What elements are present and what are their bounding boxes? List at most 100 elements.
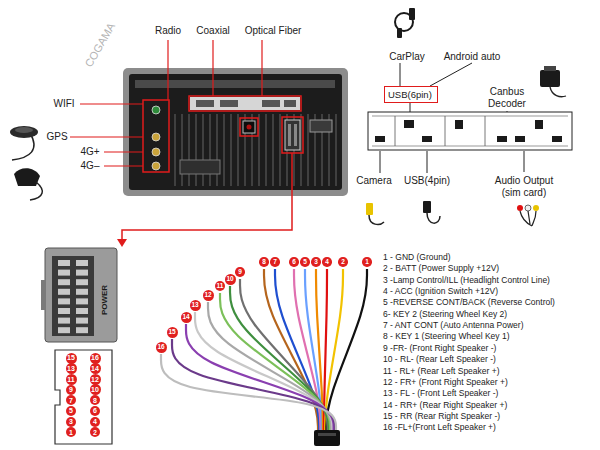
harness-plug [314, 430, 340, 446]
harness-wire [326, 269, 367, 432]
port-label: Audio Output (sim card) [488, 175, 560, 198]
heat-fin [223, 114, 225, 186]
port-label: Android auto [444, 51, 501, 63]
pin-function: 12 - FR+ (Front Right Speaker +) [383, 378, 508, 388]
pin-schematic [55, 350, 112, 444]
port-label: CarPlay [389, 51, 425, 63]
harness-wire [172, 339, 335, 432]
pin-function: 3 -Lamp Control/ILL (Headlight Control L… [383, 276, 550, 286]
port-box: USB(6pin) [384, 86, 438, 103]
port-label: Canbus Decoder [484, 86, 530, 109]
wire-number: 14 [181, 312, 192, 323]
connector-pin [58, 318, 70, 324]
wire-number: 10 [225, 274, 236, 285]
socket-panel [422, 136, 432, 142]
pin-number-text: 12 [91, 376, 99, 383]
pin-number-text: 2 [93, 429, 97, 436]
pin-function: 9 -FR- (Front Right Speaker -) [383, 344, 496, 354]
socket-panel [404, 120, 414, 128]
wire-number: 4 [322, 257, 332, 267]
4g-antenna-icon [30, 182, 42, 200]
pin-number: 12 [90, 374, 101, 385]
canbus-decoder-icon [550, 87, 566, 97]
pin-number-text: 5 [69, 407, 73, 414]
head-unit [247, 125, 252, 130]
connector-pin [76, 289, 88, 295]
head-unit [220, 100, 238, 107]
leader-line [400, 63, 401, 86]
camera-cable-icon [366, 203, 384, 224]
carplay-cable-icon [395, 8, 415, 38]
pin-function: 5 -REVERSE CONT/BACK (Reverse Control) [383, 299, 555, 309]
leader-line [261, 40, 262, 96]
connector-marking: POWER [100, 285, 109, 315]
wire-number-text: 10 [226, 276, 233, 283]
connector-pin [76, 318, 88, 324]
connector-pin [58, 279, 70, 285]
highlight-box [240, 118, 258, 136]
wire-number-text: 9 [238, 269, 242, 276]
head-unit [152, 148, 160, 156]
head-unit [284, 100, 296, 107]
pin-number-text: 8 [93, 397, 97, 404]
heat-fin [335, 114, 337, 186]
pin-number-text: 14 [91, 365, 99, 372]
harness-wire [161, 269, 367, 432]
harness-wire [264, 269, 318, 432]
pin-number: 3 [66, 417, 76, 427]
wire-number-text: 2 [341, 259, 345, 266]
audio-cable-icon [533, 205, 539, 211]
leader-line [212, 40, 213, 96]
wire-number-text: 14 [182, 314, 189, 321]
pin-number: 15 [66, 353, 77, 364]
audio-cable-icon [517, 205, 539, 226]
wire-number: 13 [190, 300, 201, 311]
connector-pin [58, 270, 70, 276]
canbus-decoder-icon [544, 66, 556, 71]
pin-number: 9 [66, 385, 76, 395]
connector-pin [76, 279, 88, 285]
wire-number: 12 [203, 290, 214, 301]
leader-line [167, 40, 168, 100]
heat-fins [175, 114, 336, 186]
pin-number: 11 [66, 374, 77, 385]
socket-panel [375, 136, 385, 142]
harness-wire [240, 279, 328, 432]
highlight-box [143, 96, 303, 172]
socket-panel [535, 120, 543, 129]
leader-line [80, 103, 143, 104]
wire-number-text: 12 [204, 292, 211, 299]
wire-number: 5 [300, 257, 310, 267]
socket-panel [515, 136, 525, 142]
pin-number: 10 [90, 384, 101, 395]
pin-number: 1 [66, 427, 76, 437]
gps-antenna-icon [10, 126, 38, 160]
pin-number-text: 10 [91, 386, 99, 393]
socket-panel [497, 136, 507, 142]
leader-line [427, 151, 428, 173]
pin-function: 7 - ANT CONT (Auto Antenna Power) [383, 321, 523, 331]
socket-panel [445, 116, 446, 146]
connector-pin [76, 298, 88, 304]
pin-function: 11 - RL+ (Rear Left Speaker +) [383, 367, 500, 377]
pin-number: 14 [90, 363, 101, 374]
pin-schematic [55, 350, 112, 444]
pin-function: 2 - BATT (Power Supply +12V) [383, 264, 499, 274]
wire-number: 3 [311, 257, 321, 267]
port-label: USB(4pin) [404, 175, 450, 187]
connector-pin [76, 308, 88, 314]
head-unit [152, 106, 160, 114]
port-label: 4G– [81, 160, 100, 172]
head-unit [190, 97, 300, 110]
pin-function: 14 - RR+ (Rear Right Speaker +) [383, 401, 507, 411]
connector-pin [76, 270, 88, 276]
camera-cable-icon [369, 215, 384, 224]
head-unit [196, 100, 214, 107]
4g-antenna-icon [14, 168, 42, 200]
head-unit [243, 121, 255, 133]
port-label: GPS [46, 131, 67, 143]
harness-wire [195, 312, 332, 432]
pin-number: 13 [66, 363, 77, 374]
pin-number-text: 7 [69, 397, 73, 404]
head-unit [288, 124, 291, 146]
